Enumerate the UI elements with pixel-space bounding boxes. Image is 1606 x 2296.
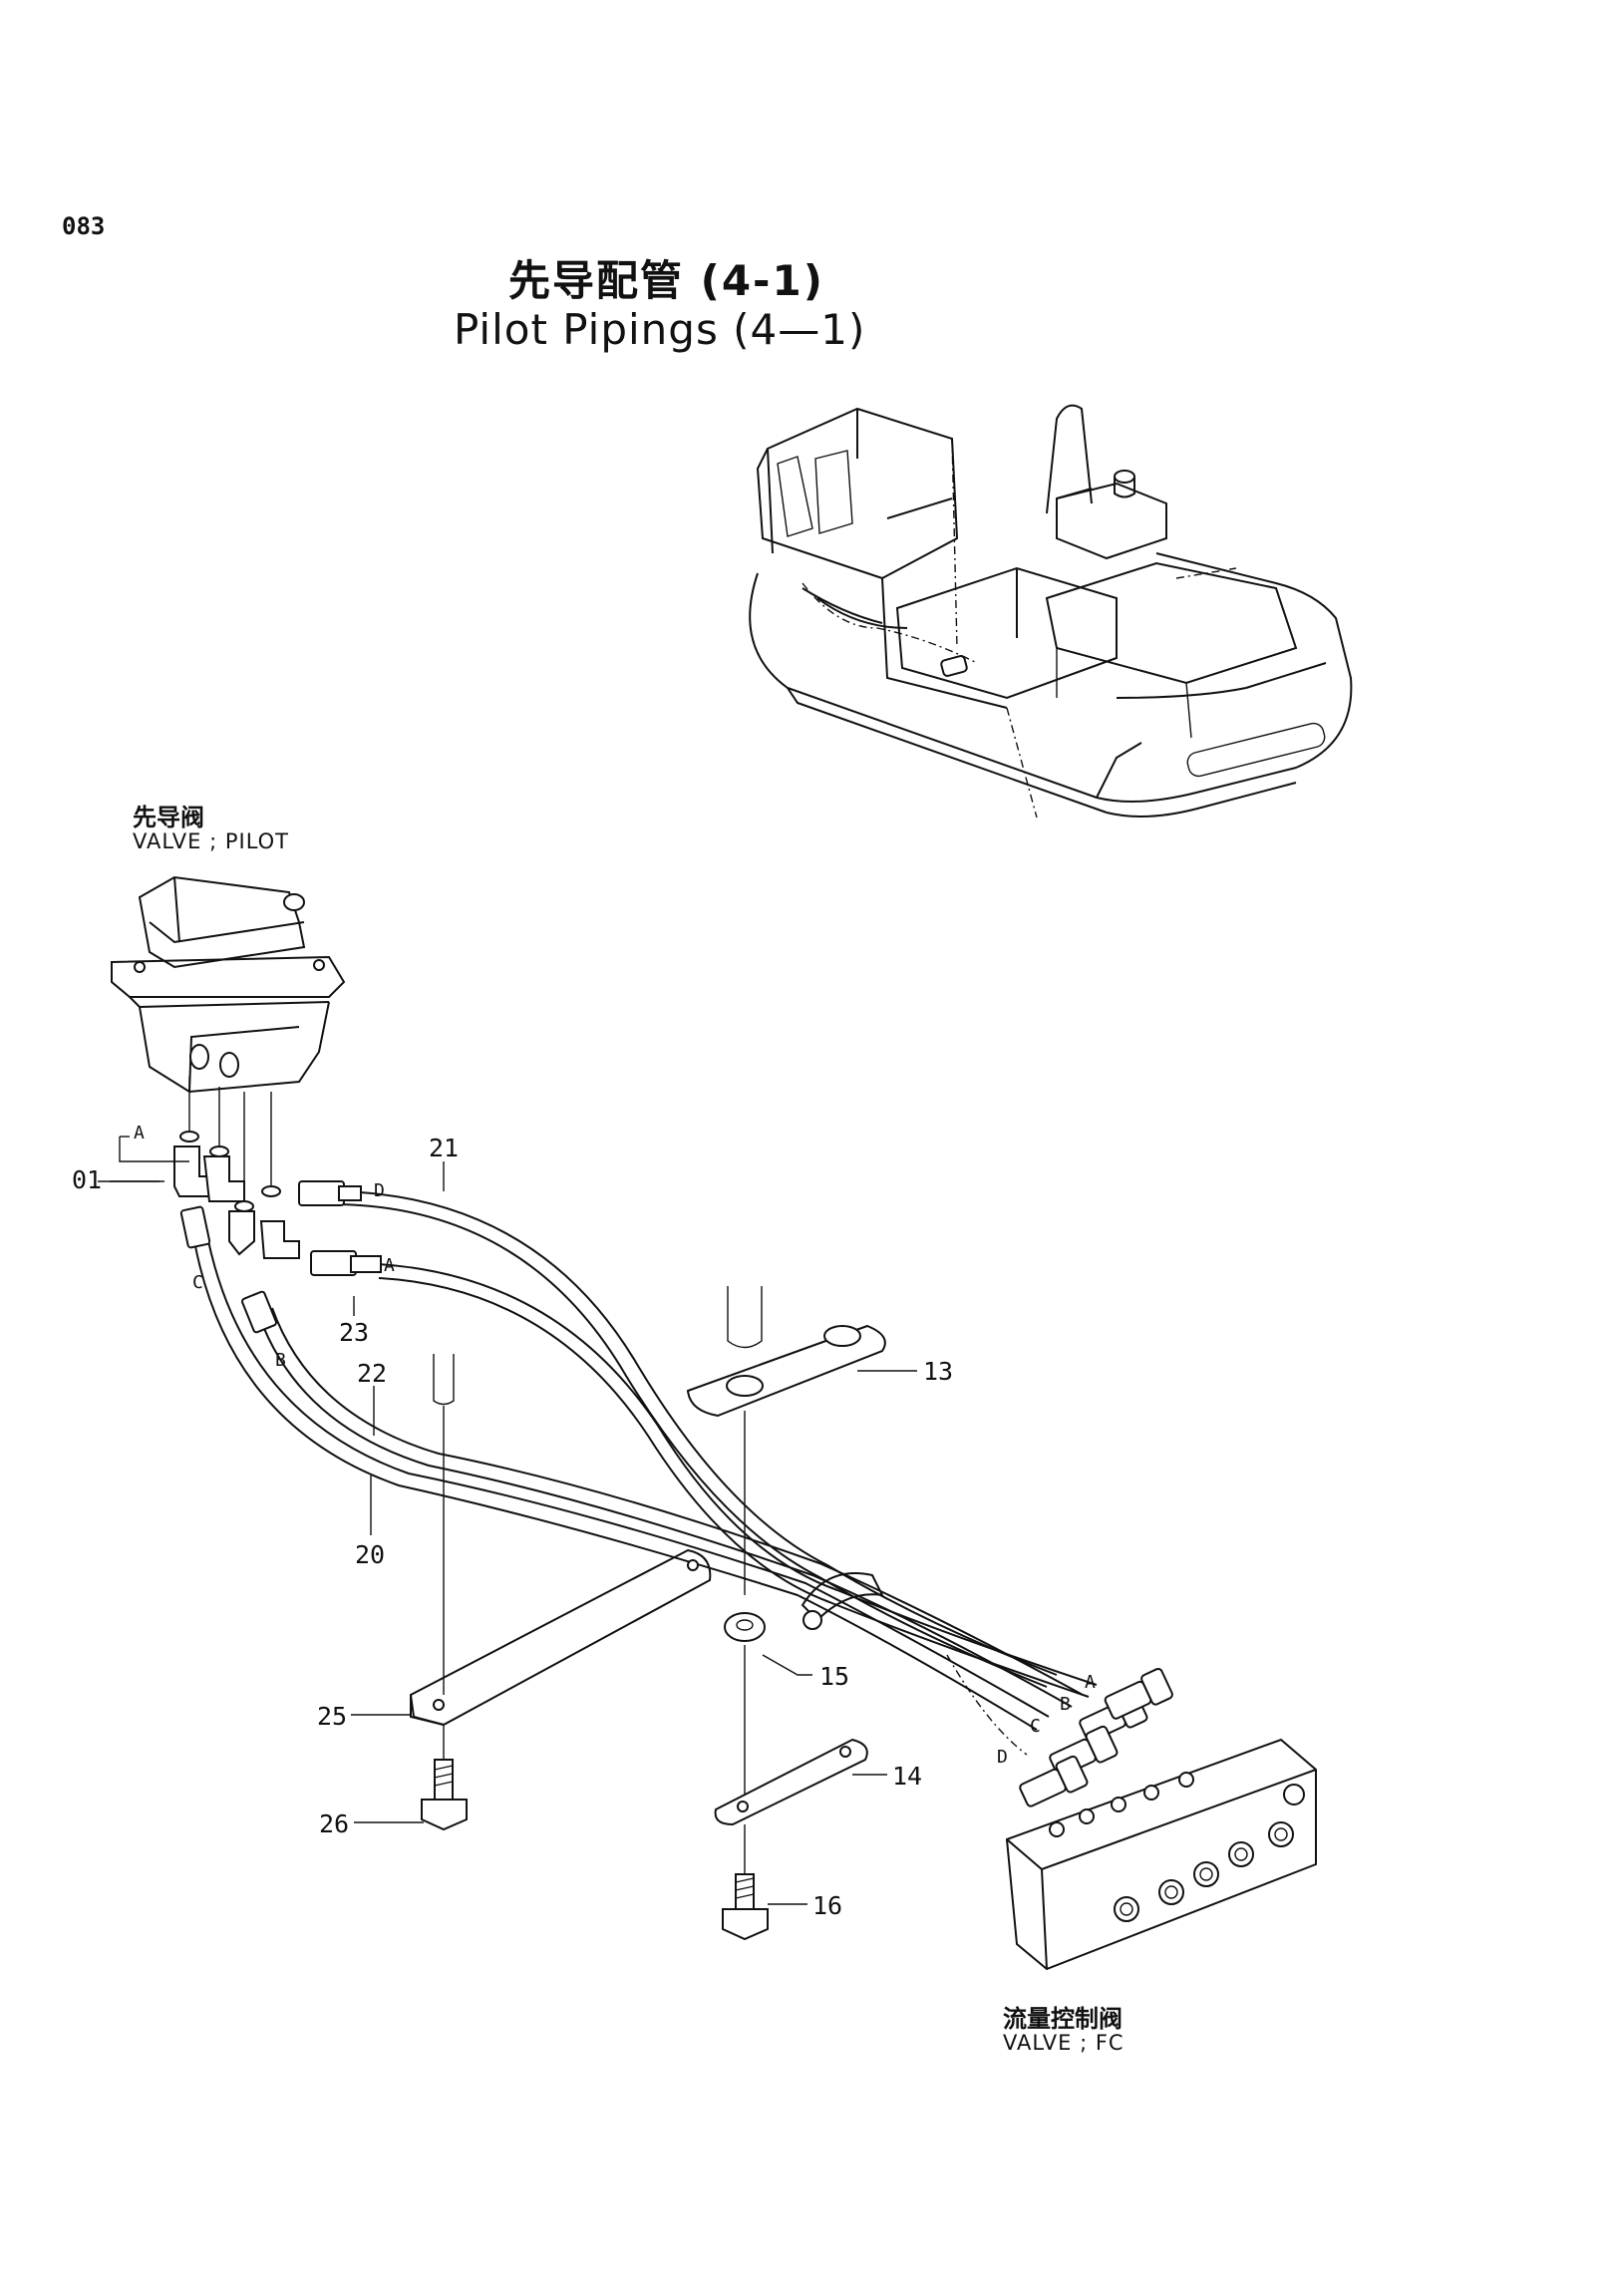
callout-15: 15 xyxy=(819,1662,849,1691)
page-title-chinese: 先导配管 (4-1) xyxy=(508,256,824,305)
part-number-callouts: 01 21 23 22 20 13 15 14 16 25 26 xyxy=(72,1134,953,1920)
callout-01: 01 xyxy=(72,1165,102,1194)
fc-valve-label-english: VALVE ; FC xyxy=(1003,2031,1124,2055)
callout-26: 26 xyxy=(319,1809,349,1838)
hose-letter-d-pilot: D xyxy=(374,1180,385,1201)
pilot-port-fittings xyxy=(110,1077,300,1259)
callout-13: 13 xyxy=(923,1357,953,1386)
pilot-valve-label-chinese: 先导阀 xyxy=(133,804,204,831)
callout-21: 21 xyxy=(429,1134,459,1162)
hose-letter-d-fc: D xyxy=(997,1747,1008,1768)
callout-22: 22 xyxy=(357,1359,387,1388)
hose-letter-c-pilot: C xyxy=(192,1272,203,1293)
pilot-valve-drawing xyxy=(111,875,346,1094)
fc-valve-drawing xyxy=(1005,1738,1317,1971)
pilot-hoses xyxy=(179,1180,1173,1807)
page-number: 083 xyxy=(62,212,106,240)
hose-letter-a-bracket: A xyxy=(134,1123,145,1144)
hose-letter-b-pilot: B xyxy=(275,1350,286,1371)
hose-letter-a-pilot: A xyxy=(384,1255,395,1276)
hose-letter-b-fc: B xyxy=(1060,1694,1071,1715)
callout-20: 20 xyxy=(355,1540,385,1569)
pilot-valve-label-english: VALVE ; PILOT xyxy=(133,829,290,853)
excavator-overview-sketch xyxy=(749,404,1353,819)
mounting-hardware xyxy=(410,1286,886,1941)
fc-valve-label-chinese: 流量控制阀 xyxy=(1003,2005,1123,2033)
page-title-english: Pilot Pipings (4—1) xyxy=(454,305,866,354)
callout-16: 16 xyxy=(812,1891,842,1920)
callout-23: 23 xyxy=(339,1318,369,1347)
hose-letter-c-fc: C xyxy=(1030,1716,1041,1737)
callout-25: 25 xyxy=(317,1702,347,1731)
callout-14: 14 xyxy=(892,1762,922,1791)
hose-letter-labels: A D A C B A B C D xyxy=(134,1123,1096,1768)
hose-letter-a-fc: A xyxy=(1085,1672,1096,1693)
callout-leader-lines xyxy=(98,1161,917,1905)
